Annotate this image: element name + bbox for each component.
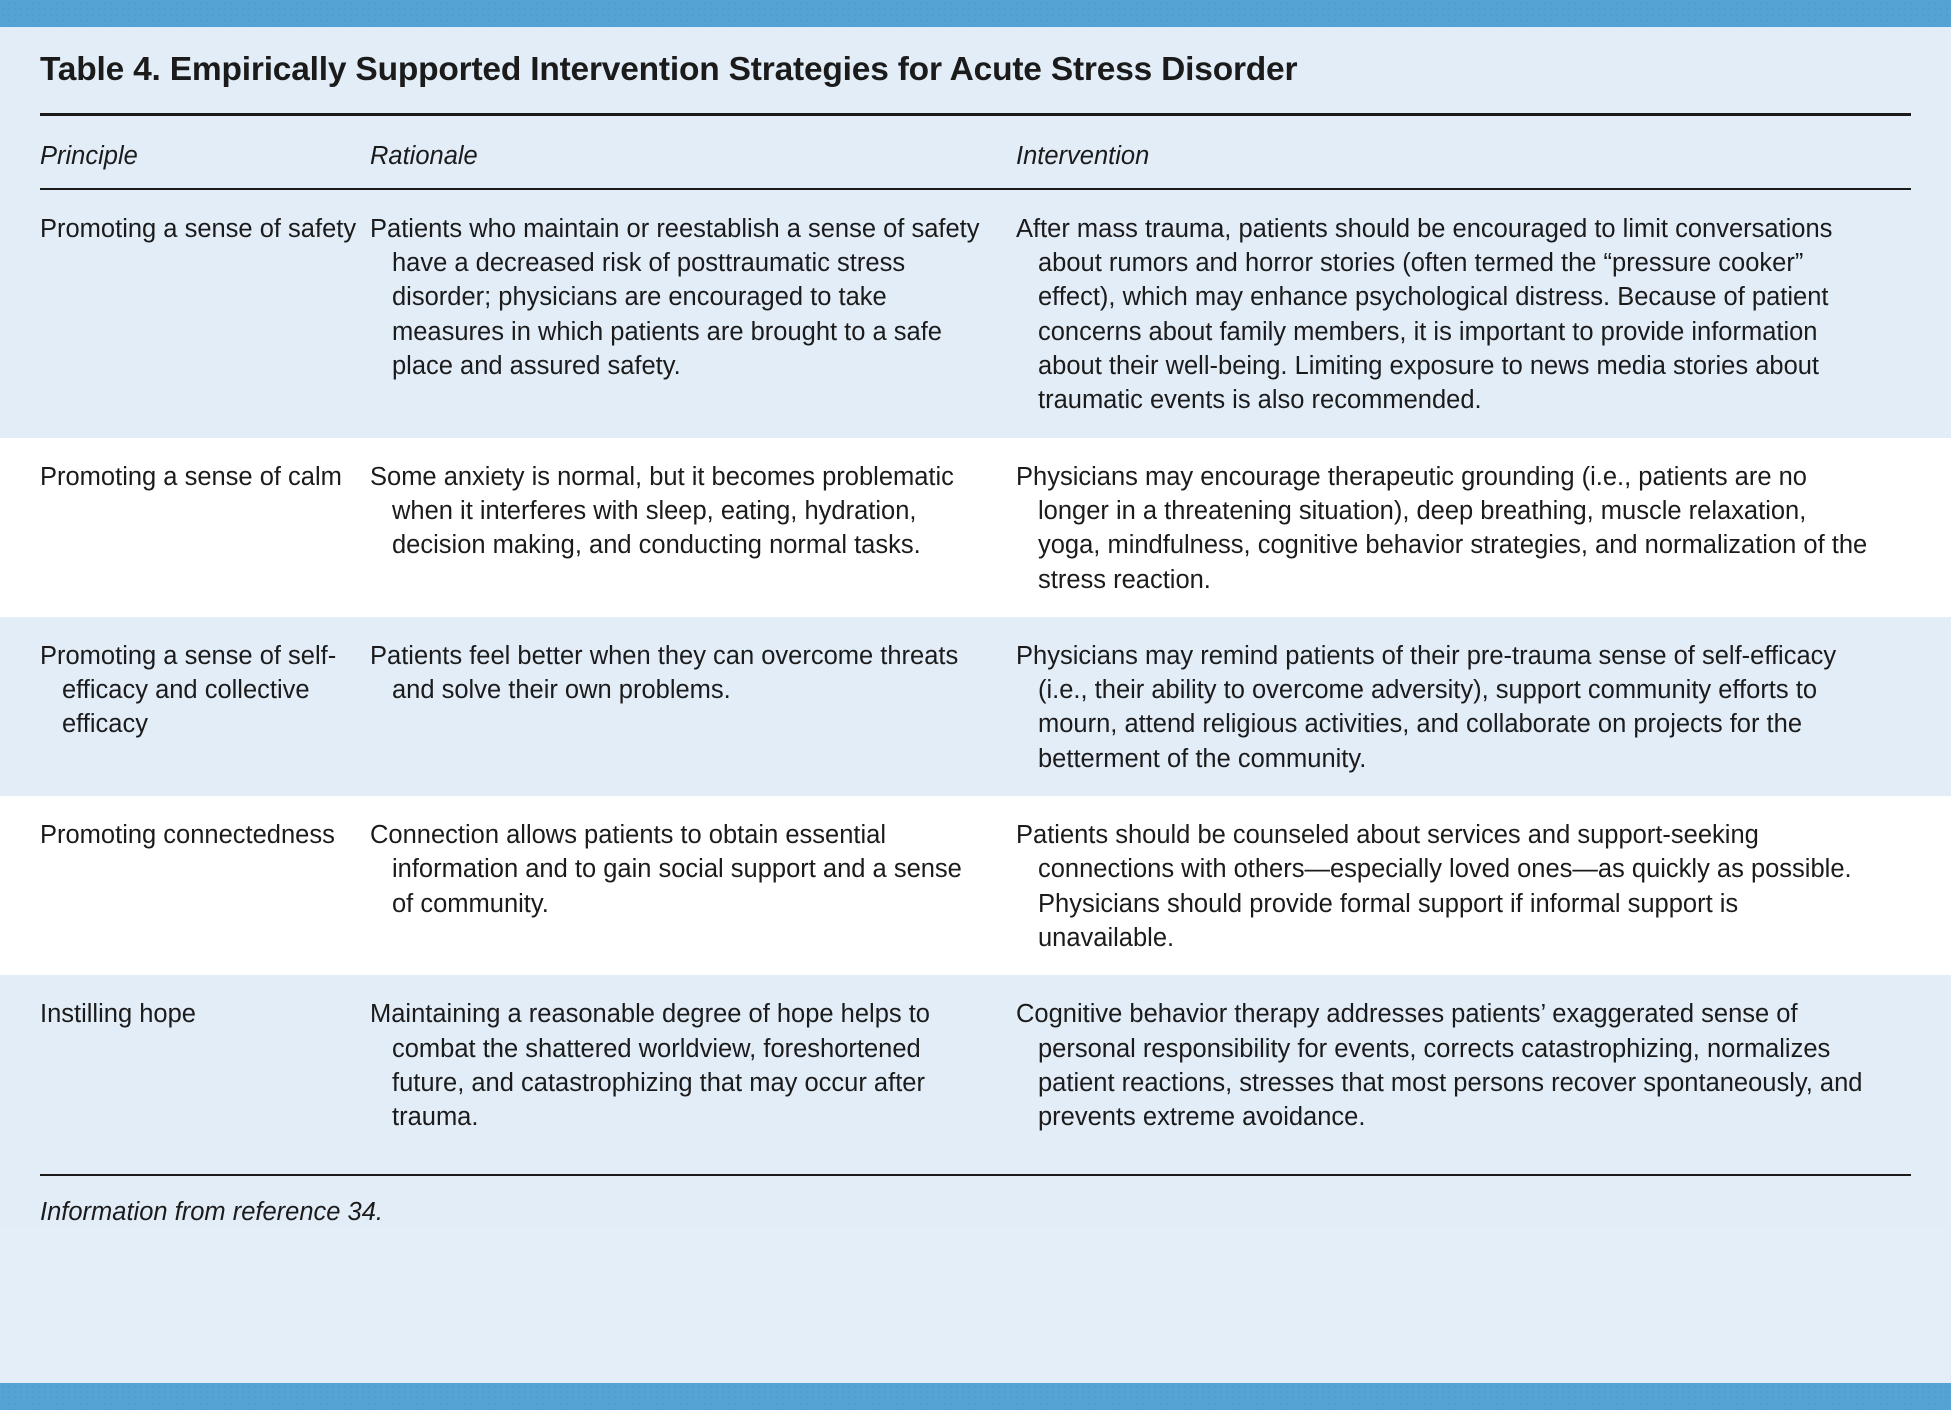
table-row: Instilling hope Maintaining a reasonable… [0,975,1951,1155]
bottom-accent-bar [0,1383,1951,1410]
cell-rationale: Maintaining a reasonable degree of hope … [370,1000,930,1132]
column-header-intervention: Intervention [1016,141,1150,170]
column-header-principle: Principle [40,141,138,170]
cell-intervention: Patients should be counseled about servi… [1016,821,1852,952]
cell-rationale: Patients feel better when they can overc… [370,641,959,705]
cell-intervention: Cognitive behavior therapy addresses pat… [1016,1000,1863,1132]
top-accent-bar [0,0,1951,27]
table-body: Table 4. Empirically Supported Intervent… [0,27,1951,1383]
cell-intervention: Physicians may remind patients of their … [1016,641,1837,773]
cell-intervention: After mass trauma, patients should be en… [1016,214,1833,415]
table-row: Promoting a sense of calm Some anxiety i… [0,437,1951,617]
page-title: Table 4. Empirically Supported Intervent… [40,51,1298,88]
table-row: Promoting a sense of self-efficacy and c… [0,616,1951,797]
header-bottom-rule [40,187,1911,190]
column-header-rationale: Rationale [370,141,478,170]
cell-principle: Promoting a sense of self-efficacy and c… [40,641,337,739]
cell-intervention: Physicians may encourage therapeutic gro… [1016,462,1868,594]
title-zone: Table 4. Empirically Supported Intervent… [0,27,1951,113]
cell-principle: Instilling hope [40,1000,196,1029]
cell-rationale: Patients who maintain or reestablish a s… [370,214,980,381]
column-header-row: Principle Rationale Intervention [0,115,1951,188]
header-top-rule [40,112,1911,116]
footer-rule [40,1174,1911,1177]
table-row: Promoting a sense of safety Patients who… [0,189,1951,438]
cell-rationale: Some anxiety is normal, but it becomes p… [370,462,954,560]
source-note: Information from reference 34. [40,1198,383,1227]
cell-principle: Promoting a sense of calm [40,462,342,491]
cell-principle: Promoting connectedness [40,821,335,850]
table-row: Promoting connectedness Connection allow… [0,796,1951,976]
footer-zone: Information from reference 34. [0,1154,1951,1228]
cell-rationale: Connection allows patients to obtain ess… [370,821,962,918]
cell-principle: Promoting a sense of safety [40,214,357,243]
